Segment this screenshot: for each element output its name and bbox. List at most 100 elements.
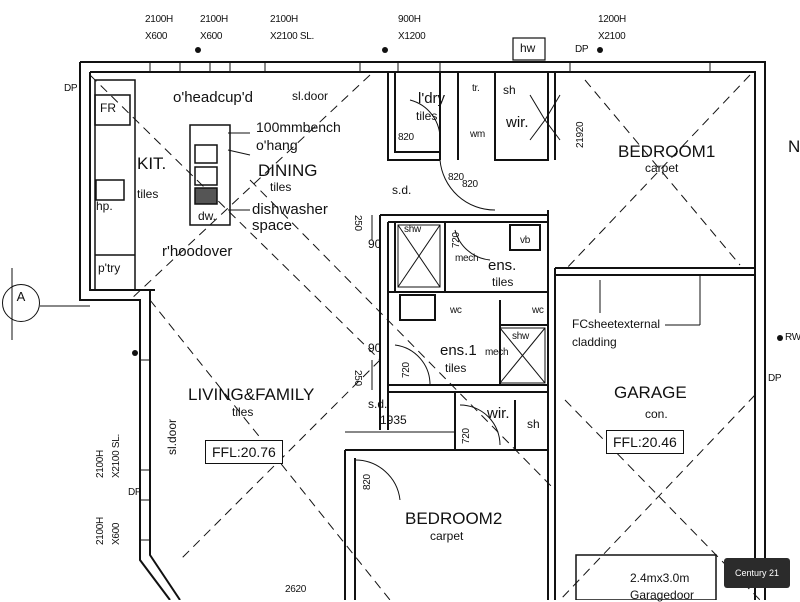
floor-level-garage: FFL:20.46 xyxy=(606,430,684,454)
door-dimension: 820 xyxy=(462,179,478,190)
section-marker: A xyxy=(2,284,40,322)
wardrobe-dimension: 21920 xyxy=(575,121,586,148)
window-dimension: 2620 xyxy=(285,584,307,595)
smoke-detector-label: s.d. xyxy=(392,183,412,197)
rangehood-note: r'hoodover xyxy=(162,243,233,260)
room-name-bedroom2: BEDROOM2 xyxy=(405,509,503,528)
window-label: X2100 SL. xyxy=(111,433,122,478)
wall-dimension: 250 xyxy=(352,215,363,231)
span-dimension: 1935 xyxy=(380,413,407,427)
floor-level-living: FFL:20.76 xyxy=(205,440,283,464)
mech-label: mech xyxy=(455,253,479,264)
wc-label: wc xyxy=(450,305,462,316)
downpipe-label: DP xyxy=(64,83,78,94)
room-name-dining: DINING xyxy=(258,161,318,180)
dimension-lines xyxy=(11,215,455,433)
window-openings xyxy=(140,62,711,541)
wardrobe-label: wir. xyxy=(487,405,510,422)
wall-dimension: 90 xyxy=(368,341,382,355)
window-label: 1200H xyxy=(598,14,626,25)
north-label: N xyxy=(788,137,800,156)
wardrobe-label: wir. xyxy=(506,114,529,131)
shower-label: sh xyxy=(527,417,540,431)
door-dimension: 820 xyxy=(398,132,414,143)
mech-label: mech xyxy=(485,347,509,358)
window-label: X600 xyxy=(111,522,122,545)
door-dimension: 720 xyxy=(451,232,462,248)
shower-label: sh xyxy=(503,83,516,97)
hot-water-label: hw xyxy=(520,41,536,55)
door-dimension: 820 xyxy=(362,474,373,490)
room-name-ensuite: ens. xyxy=(488,257,517,274)
room-floor-ensuite: tiles xyxy=(492,275,514,289)
wc-label: wc xyxy=(532,305,544,316)
sliding-door-note: sl.door xyxy=(165,418,179,455)
wall-dimension: 250 xyxy=(352,370,363,386)
smoke-detector-label: s.d. xyxy=(368,397,388,411)
door-dimension: 720 xyxy=(401,362,412,378)
fridge-label: FR xyxy=(100,101,116,115)
cladding-note: FCsheetexternal xyxy=(572,317,661,331)
window-label: 2100H xyxy=(270,14,298,25)
agency-logo: Century 21 xyxy=(724,558,790,588)
tub-label: tr. xyxy=(472,83,480,94)
room-floor-dining: tiles xyxy=(270,180,292,194)
downpipe-label: DP xyxy=(128,487,142,498)
bench-note: 100mmbench xyxy=(256,119,341,135)
window-label: 2100H xyxy=(200,14,228,25)
sliding-door-note: sl.door xyxy=(292,89,329,103)
door-swings xyxy=(354,94,561,501)
downpipes xyxy=(132,47,783,356)
window-label: 900H xyxy=(398,14,421,25)
window-label: X600 xyxy=(145,31,168,42)
door-dimension: 720 xyxy=(461,428,472,444)
door-dimension: 820 xyxy=(448,172,464,183)
window-label: 2100H xyxy=(95,517,106,545)
shower-label: shw xyxy=(404,224,421,235)
shower-label: shw xyxy=(512,331,529,342)
room-name-living: LIVING&FAMILY xyxy=(188,385,315,404)
dishwasher-note: dishwasher xyxy=(252,201,328,218)
washing-machine-label: wm xyxy=(470,129,485,140)
garage-door-note: 2.4mx3.0m xyxy=(630,571,690,585)
dishwasher-abbr: dw. xyxy=(198,209,217,223)
dishwasher-space-note: space xyxy=(252,217,293,234)
downpipe-label: DP xyxy=(768,373,782,384)
hot-water-box xyxy=(512,37,546,61)
room-name-laundry: l'dry xyxy=(418,90,446,107)
cladding-note: cladding xyxy=(572,335,617,349)
garage-door-box xyxy=(575,554,717,600)
overhang-note: o'hang xyxy=(256,137,298,153)
rainwater-head-label: RWH xyxy=(785,332,800,343)
window-label: X600 xyxy=(200,31,223,42)
room-name-garage: GARAGE xyxy=(614,383,687,402)
interior-walls xyxy=(90,72,755,600)
garage-door-note: Garagedoor xyxy=(630,588,695,602)
kitchen-benches xyxy=(94,79,231,291)
vanity-label: vb xyxy=(520,235,530,246)
window-label: X2100 SL. xyxy=(270,31,315,42)
room-floor-bedroom1: carpet xyxy=(645,161,679,175)
window-label: 2100H xyxy=(145,14,173,25)
section-marker-letter: A xyxy=(16,289,26,304)
window-label: 2100H xyxy=(95,450,106,478)
room-floor-bedroom2: carpet xyxy=(430,529,464,543)
shower-crosses xyxy=(397,224,546,384)
wall-dimension: 90 xyxy=(368,237,382,251)
room-floor-living: tiles xyxy=(232,405,254,419)
window-label: X1200 xyxy=(398,31,426,42)
pantry-label: p'try xyxy=(98,261,121,275)
window-label: X2100 xyxy=(598,31,626,42)
room-floor-kitchen: tiles xyxy=(137,187,159,201)
room-floor-garage: con. xyxy=(645,407,668,421)
room-name-bedroom1: BEDROOM1 xyxy=(618,142,716,161)
room-name-ensuite1: ens.1 xyxy=(440,342,477,359)
room-floor-ensuite1: tiles xyxy=(445,361,467,375)
hotplate-label: hp. xyxy=(96,199,113,213)
leader-lines xyxy=(227,132,701,326)
room-floor-laundry: tiles xyxy=(416,109,438,123)
overhead-cupboard-note: o'headcup'd xyxy=(173,89,253,106)
downpipe-label: DP xyxy=(575,44,589,55)
room-name-kitchen: KIT. xyxy=(137,154,167,173)
